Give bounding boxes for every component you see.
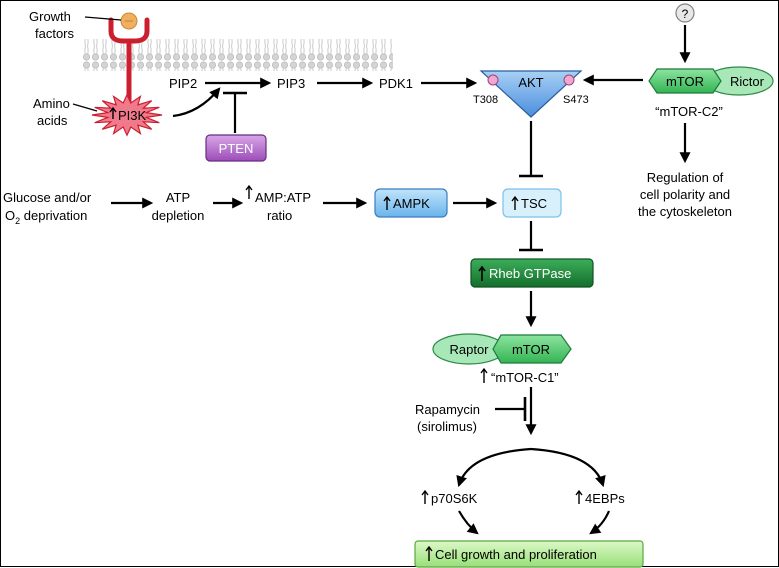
rictor-label: Rictor — [730, 74, 765, 89]
pi3k-up-arrow-icon — [109, 106, 117, 119]
p70s6k-up-arrow-icon — [421, 489, 429, 504]
mtorc1-mtor-label: mTOR — [512, 342, 550, 357]
cell-growth-up-arrow-icon — [425, 545, 433, 561]
pip2-label: PIP2 — [169, 76, 197, 91]
mtorc2-label: “mTOR-C2” — [655, 104, 723, 119]
4ebps-to-growth-arrow — [589, 510, 611, 535]
pi3k-label: PI3K — [118, 108, 147, 123]
glucose-label-1: Glucose and/or — [3, 190, 92, 205]
raptor-label: Raptor — [449, 342, 489, 357]
unknown-upstream-label: ? — [682, 7, 689, 21]
pi3k-starburst — [91, 93, 163, 137]
akt-label: AKT — [518, 75, 543, 90]
4ebps-label: 4EBPs — [585, 491, 625, 506]
amino-acids-label-2: acids — [37, 113, 68, 128]
tsc-up-arrow-icon — [511, 195, 519, 210]
receptor-left-arm — [108, 17, 132, 104]
mtorc2-mtor-label: mTOR — [666, 74, 704, 89]
rapamycin-label-1: Rapamycin — [415, 402, 480, 417]
ampatp-label-1: AMP:ATP — [255, 190, 311, 205]
glucose-sub-text: 2 — [15, 216, 20, 226]
curve-to-4ebps-arrow — [530, 447, 606, 488]
amino-acids-label-1: Amino — [33, 96, 70, 111]
growth-factors-label-1: Growth — [29, 9, 71, 24]
rapamycin-label-2: (sirolimus) — [417, 419, 477, 434]
rheb-label: Rheb GTPase — [489, 266, 571, 281]
pdk1-label: PDK1 — [379, 76, 413, 91]
receptor-right-arm — [126, 17, 150, 44]
atp-label-2: depletion — [152, 208, 205, 223]
ampk-label: AMPK — [393, 196, 430, 211]
cell-growth-label: Cell growth and proliferation — [435, 547, 597, 562]
pten-label: PTEN — [219, 141, 254, 156]
regulation-label-2: cell polarity and — [640, 187, 730, 202]
akt-triangle — [479, 70, 583, 118]
mtorc1-mtor-hexagon — [492, 334, 572, 364]
pip3-label: PIP3 — [277, 76, 305, 91]
mtorc1-label: “mTOR-C1” — [491, 370, 559, 385]
s473-label: S473 — [563, 94, 589, 106]
tsc-label: TSC — [521, 196, 547, 211]
rheb-up-arrow-icon — [478, 265, 486, 281]
curve-to-p70s6k-arrow — [456, 447, 532, 488]
mtorc1-up-arrow-icon — [480, 367, 488, 383]
ampatp-up-arrow-icon — [245, 184, 253, 199]
pten-box — [205, 134, 267, 162]
ampatp-label-2: ratio — [267, 208, 292, 223]
t308-site — [487, 74, 499, 86]
atp-label-1: ATP — [166, 190, 190, 205]
unknown-upstream-icon — [675, 3, 695, 23]
amino-acids-leader — [72, 103, 98, 112]
regulation-label-3: the cytoskeleton — [638, 204, 732, 219]
mtorc2-mtor-hexagon — [648, 68, 722, 94]
tsc-box — [502, 188, 562, 218]
p70s6k-label: p70S6K — [431, 491, 478, 506]
pi3k-to-pip-arrow — [172, 87, 221, 118]
glucose-o-text: O — [5, 208, 15, 223]
t308-label: T308 — [473, 94, 498, 106]
ampk-box — [374, 188, 448, 218]
growth-factors-leader — [84, 16, 122, 21]
ampk-up-arrow-icon — [383, 195, 391, 210]
cell-membrane — [83, 39, 393, 71]
p70s6k-to-growth-arrow — [458, 510, 479, 535]
glucose-label-2: O2 deprivation — [5, 208, 87, 226]
rheb-box — [470, 258, 594, 288]
growth-factors-label-2: factors — [35, 26, 75, 41]
4ebps-up-arrow-icon — [575, 489, 583, 504]
glucose-deprivation-text: deprivation — [20, 208, 87, 223]
regulation-label-1: Regulation of — [647, 170, 724, 185]
s473-site — [563, 74, 575, 86]
